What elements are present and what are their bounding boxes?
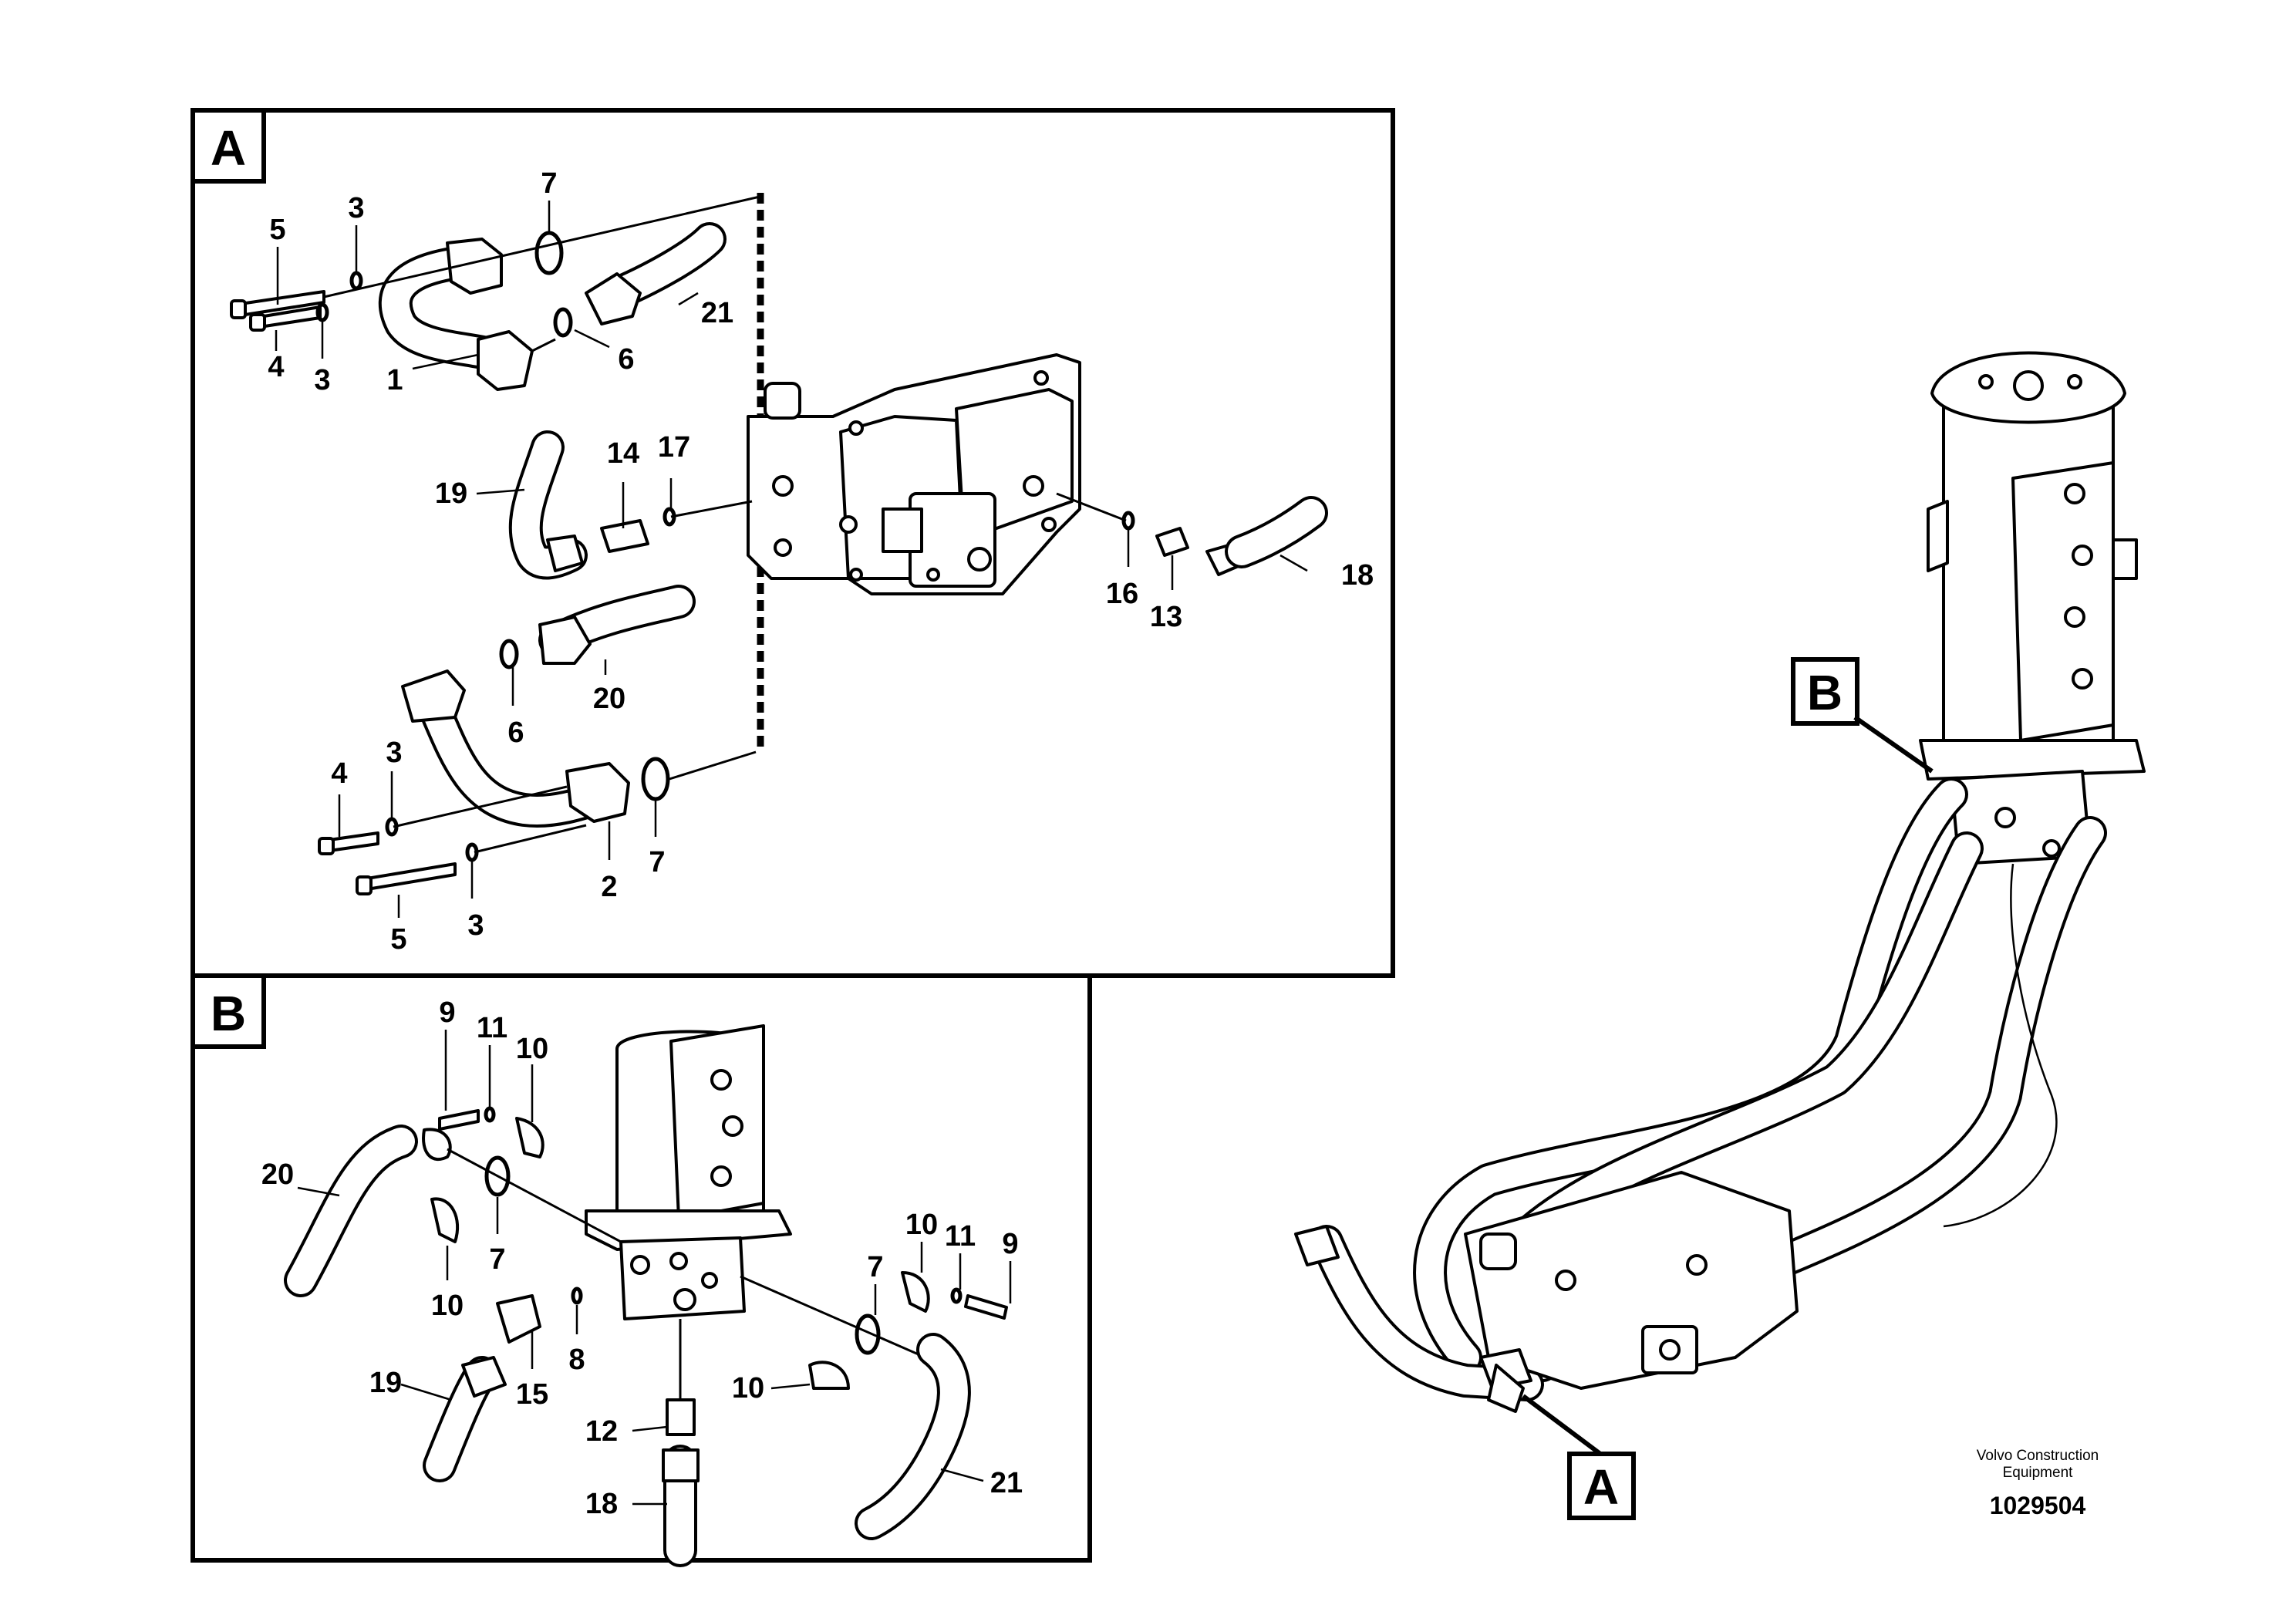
callout-a-5-lower: 5 [390,923,406,956]
elbow-b-part-15 [496,1294,541,1344]
callout-b-15: 15 [516,1378,548,1411]
flange-part-1 [446,238,503,295]
callout-b-10-left: 10 [431,1290,464,1322]
callout-a-6-upper: 6 [618,343,634,376]
callout-b-11-right: 11 [945,1220,976,1253]
detail-b-frame [190,973,1092,1563]
callout-b-7-right: 7 [867,1251,883,1283]
callout-a-19: 19 [435,477,467,510]
oring-part-6-lower [499,639,519,669]
washer-part-3-a [349,271,363,291]
oring-part-7-lower [641,757,670,801]
washer-b-part-11-left [484,1106,496,1123]
clamp-b-part-10-upper [515,1117,544,1158]
callout-a-17: 17 [658,431,690,464]
callout-a-14: 14 [607,437,639,470]
oring-part-6-upper [553,307,573,338]
callout-b-10-right-upper: 10 [905,1209,938,1241]
drawing-number: 1029504 [1990,1492,2086,1519]
callout-b-7-left: 7 [489,1243,505,1276]
company-line-1: Volvo Construction [1977,1448,2099,1464]
callout-a-3-upper: 3 [348,192,364,224]
callout-a-16: 16 [1106,578,1138,610]
fitting-part-13 [1155,527,1189,557]
callout-a-20: 20 [593,683,625,715]
callout-a-7-upper: 7 [541,167,557,200]
detail-a-panel: A [190,108,1395,978]
fitting-b-part-12 [666,1398,696,1436]
callout-b-9-right: 9 [1002,1228,1018,1260]
overview-label-b: B [1807,665,1843,720]
oring-part-7-upper [534,231,564,275]
detail-a-label-box [190,108,266,184]
elbow-part-2 [401,669,466,723]
callout-b-19: 19 [369,1367,402,1399]
washer-part-3-b [315,302,329,322]
footer: Volvo Construction Equipment 1029504 [1977,1448,2099,1519]
oring-b-part-8 [571,1286,583,1305]
fitting-part-14 [600,519,649,553]
swivel-joint [585,1024,792,1320]
callout-a-7-lower: 7 [649,846,665,878]
callout-b-8: 8 [568,1344,585,1376]
callout-b-11-left: 11 [477,1012,507,1044]
callout-a-13: 13 [1150,601,1182,633]
callout-b-9-left: 9 [439,996,455,1029]
callout-b-18: 18 [585,1488,618,1520]
callout-b-21: 21 [990,1467,1023,1499]
callout-a-4-upper: 4 [268,351,284,383]
detail-a-label: A [211,120,246,176]
overview-assembly: B A [1294,351,2146,1520]
callout-b-10-upper: 10 [516,1033,548,1065]
callout-a-18: 18 [1341,559,1374,592]
bolt-b-part-9-left [438,1109,480,1131]
callout-b-12: 12 [585,1415,618,1448]
callout-b-10-right-lower: 10 [732,1372,764,1404]
detail-b-panel: B [190,973,1092,1567]
washer-b-part-11-right [950,1287,963,1304]
clamp-b-part-10-right-lower [808,1361,850,1390]
overview-thin-line [1943,863,2058,1228]
overview-label-a: A [1583,1459,1619,1515]
elbow-part-1 [477,330,534,391]
bolt-b-part-9-right [964,1294,1008,1320]
clamp-b-part-10-right-upper [901,1271,930,1313]
callout-b-20: 20 [261,1158,294,1191]
oring-b-part-7-right [855,1313,881,1355]
hydraulic-motor [747,353,1081,595]
clamp-b-part-10-left [430,1197,460,1243]
detail-b-label-box [190,973,266,1049]
callout-a-21: 21 [701,297,733,329]
detail-b-label: B [211,986,246,1041]
callout-a-3-upper-b: 3 [314,364,330,396]
callout-a-1: 1 [386,364,403,396]
company-line-2: Equipment [2003,1465,2074,1481]
bolt-part-5-lower [361,862,457,892]
callout-a-3-lower: 3 [386,737,402,769]
overview-label-a-box [1567,1452,1636,1520]
callout-a-6-lower: 6 [507,717,524,749]
oring-b-part-7-left [484,1155,511,1197]
callout-a-5-upper: 5 [269,214,285,246]
overview-label-b-box [1791,657,1859,726]
callout-a-2: 2 [601,871,617,903]
flange-part-2 [565,762,630,823]
callout-a-3-lower-b: 3 [467,909,484,942]
callout-a-4-lower: 4 [331,757,347,790]
